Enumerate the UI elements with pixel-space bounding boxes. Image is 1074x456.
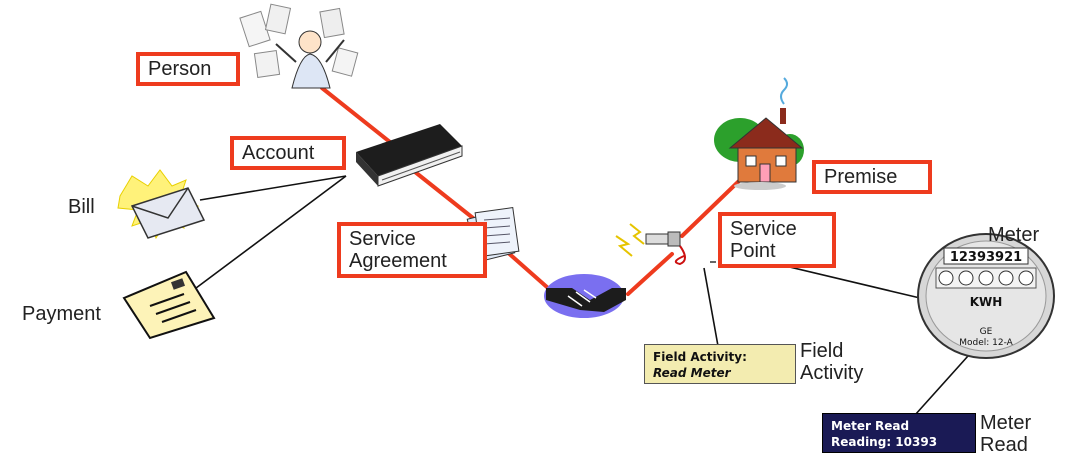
handshake-servicepoint-link [626,252,674,296]
field-activity-card-line1: Field Activity: [653,350,747,364]
account-label-text: Account [242,142,315,164]
meter-icon: 12393921 KWH GE Model: 12-A [917,233,1055,359]
meter-read-card-line1: Meter Read [831,419,910,433]
person-label-text: Person [148,58,212,80]
servicepoint-fieldactivity-link [703,267,719,347]
meter-meterread-link [914,355,969,416]
agreement-handshake-link [503,248,550,290]
service-agreement-line2: Agreement [349,250,447,272]
ledger-book-icon [356,124,463,187]
service-point-label: Service Point [718,212,836,268]
account-label: Account [230,136,346,170]
field-activity-line1: Field [800,340,844,362]
envelope-bill-icon [117,169,206,240]
handshake-icon [544,274,626,318]
person-icon [239,3,359,89]
meter-brand: GE [980,327,993,337]
service-agreement-line1: Service [349,228,416,250]
meter-read-line1: Meter [980,412,1032,434]
person-label: Person [136,52,240,86]
payment-document-icon [122,270,216,340]
servicepoint-premise-link [680,178,742,238]
account-bill-link [199,175,347,201]
field-activity-line2: Activity [800,362,864,384]
meter-read-card: Meter Read Reading: 10393 [822,413,976,453]
service-agreement-label: Service Agreement [337,222,487,278]
meter-model: Model: 12-A [959,338,1013,348]
meter-read-card-line2: Reading: 10393 [831,435,938,449]
meter-read-label: Meter Read [980,412,1031,456]
meter-serial: 12393921 [950,250,1022,265]
service-point-line2: Point [730,240,776,262]
service-point-line1: Service [730,218,797,240]
bill-label: Bill [68,196,95,218]
field-activity-card: Field Activity: Read Meter [644,344,796,384]
account-payment-link [179,175,347,301]
connector-lines [179,175,969,416]
meter-label: Meter [988,224,1040,246]
house-icon [714,77,804,190]
premise-label-text: Premise [824,166,898,188]
meter-unit: KWH [970,295,1003,309]
meter-read-line2: Read [980,434,1028,456]
premise-label: Premise [812,160,932,194]
service-point-plug-icon [615,223,716,266]
field-activity-card-line2: Read Meter [653,366,731,380]
person-account-link [320,86,402,152]
payment-label: Payment [22,303,101,325]
field-activity-label: Field Activity [800,340,863,384]
